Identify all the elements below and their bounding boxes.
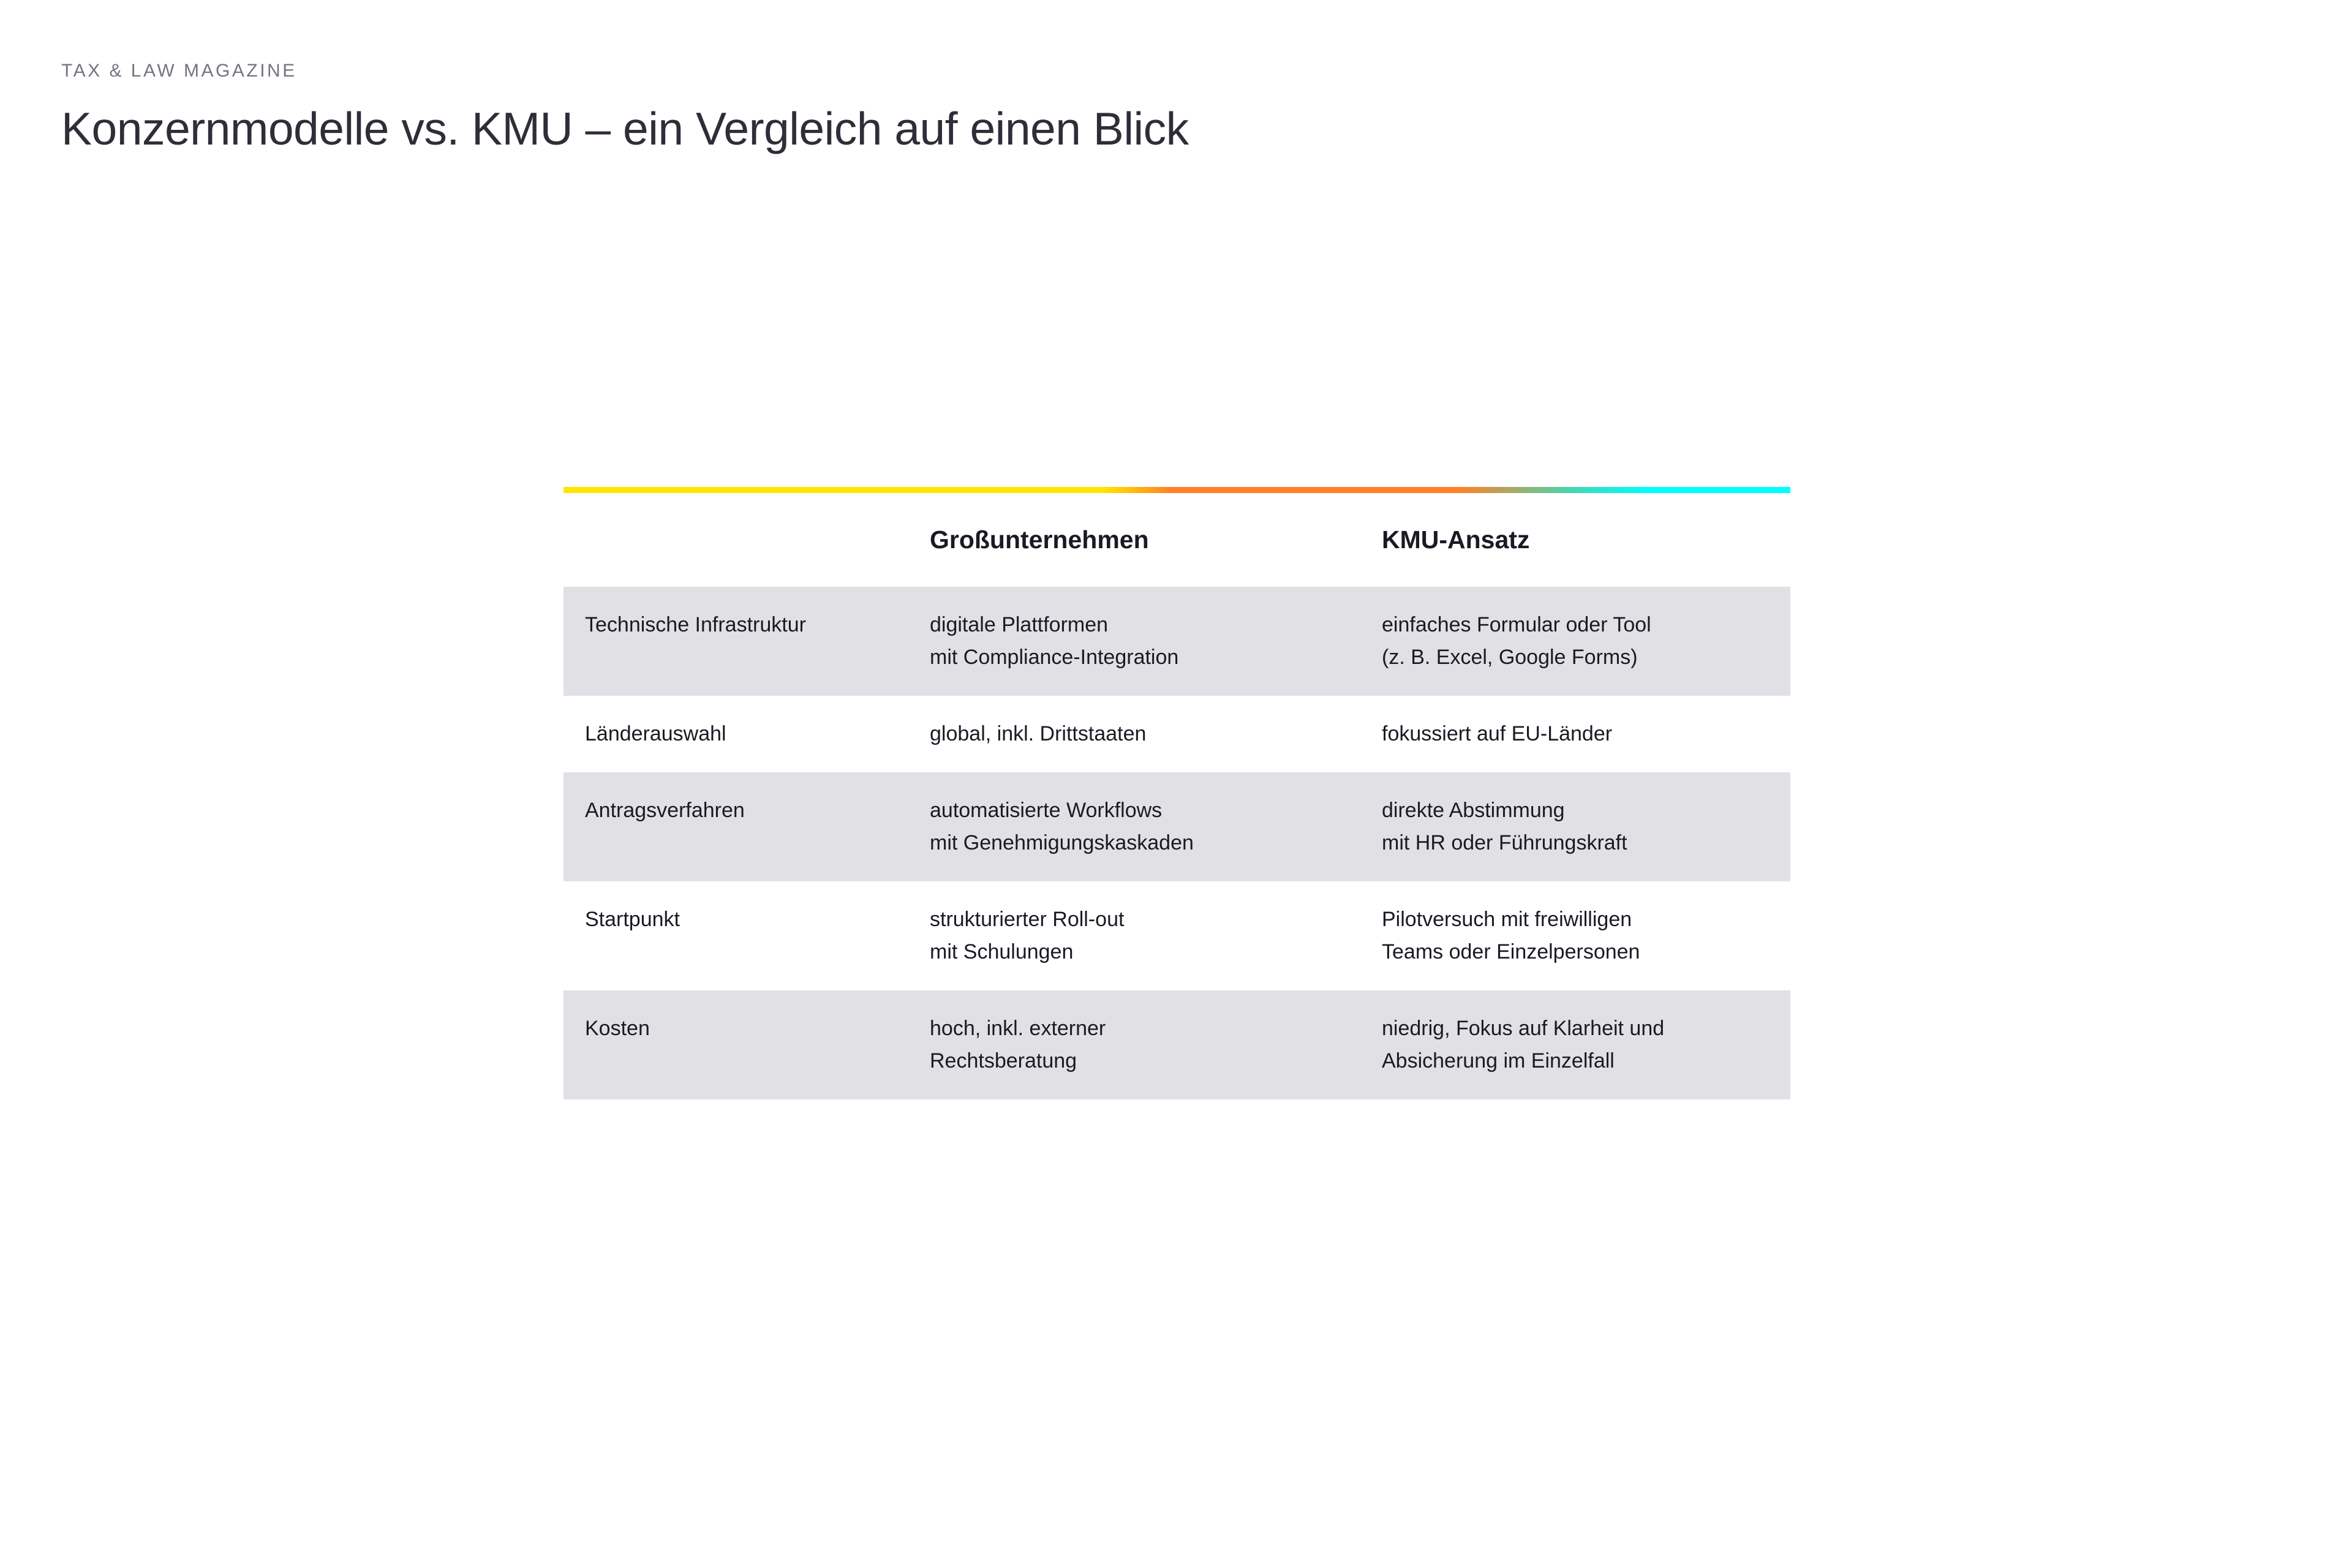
row-label: Kosten bbox=[585, 1017, 650, 1040]
masthead: TAX & LAW MAGAZINE Konzernmodelle vs. KM… bbox=[61, 60, 1189, 156]
cell-kmu-ansatz: fokussiert auf EU-Länder bbox=[1382, 722, 1613, 745]
column-header-grossunternehmen: Großunternehmen bbox=[930, 526, 1149, 554]
cell-kmu-ansatz: niedrig, Fokus auf Klarheit und Absicher… bbox=[1382, 1017, 1665, 1072]
column-header-kmu-ansatz: KMU-Ansatz bbox=[1382, 526, 1530, 554]
table-row: Kosten hoch, inkl. externer Rechtsberatu… bbox=[564, 990, 1790, 1099]
cell-grossunternehmen: automatisierte Workflows mit Genehmigung… bbox=[930, 799, 1194, 854]
table-row: Antragsverfahren automatisierte Workflow… bbox=[564, 772, 1790, 881]
cell-kmu-ansatz: Pilotversuch mit freiwilligen Teams oder… bbox=[1382, 908, 1640, 963]
row-label: Antragsverfahren bbox=[585, 799, 745, 822]
table-row: Länderauswahl global, inkl. Drittstaaten… bbox=[564, 696, 1790, 772]
table-row: Startpunkt strukturierter Roll-out mit S… bbox=[564, 881, 1790, 990]
cell-grossunternehmen: hoch, inkl. externer Rechtsberatung bbox=[930, 1017, 1106, 1072]
table-row: Technische Infrastruktur digitale Plattf… bbox=[564, 587, 1790, 696]
cell-kmu-ansatz: direkte Abstimmung mit HR oder Führungsk… bbox=[1382, 799, 1627, 854]
row-label: Technische Infrastruktur bbox=[585, 613, 806, 636]
table-header-row: Großunternehmen KMU-Ansatz bbox=[564, 493, 1790, 587]
row-label: Startpunkt bbox=[585, 908, 680, 931]
magazine-eyebrow: TAX & LAW MAGAZINE bbox=[61, 61, 297, 81]
comparison-table: Großunternehmen KMU-Ansatz Technische In… bbox=[564, 487, 1790, 1099]
page-title: Konzernmodelle vs. KMU – ein Vergleich a… bbox=[61, 103, 1189, 154]
brand-gradient-bar bbox=[564, 487, 1790, 493]
cell-grossunternehmen: digitale Plattformen mit Compliance-Inte… bbox=[930, 613, 1179, 669]
cell-kmu-ansatz: einfaches Formular oder Tool (z. B. Exce… bbox=[1382, 613, 1651, 669]
cell-grossunternehmen: global, inkl. Drittstaaten bbox=[930, 722, 1147, 745]
cell-grossunternehmen: strukturierter Roll-out mit Schulungen bbox=[930, 908, 1125, 963]
row-label: Länderauswahl bbox=[585, 722, 726, 745]
